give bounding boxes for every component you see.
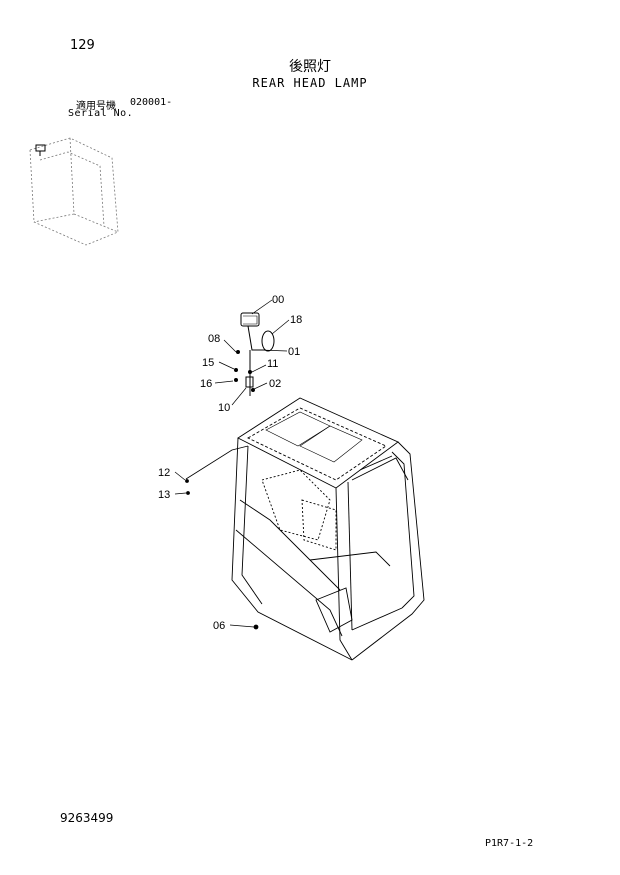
callout-11: 11	[267, 358, 278, 370]
callout-00: 00	[272, 294, 284, 306]
page-number: 129	[70, 38, 95, 53]
lamp-assembly	[234, 312, 275, 396]
callout-08: 08	[208, 333, 220, 345]
cab-frame	[231, 397, 425, 661]
callout-12: 12	[158, 467, 170, 479]
mount-plate	[245, 376, 254, 388]
thumbnail-lamp-icon	[35, 144, 46, 156]
leader-lines	[174, 299, 290, 628]
callout-01: 01	[288, 346, 300, 358]
lamp-body	[240, 312, 260, 327]
serial-label-japanese: 適用号機	[76, 101, 116, 112]
callout-18: 18	[290, 314, 302, 326]
callout-15: 15	[202, 357, 214, 369]
key-thumbnail	[29, 137, 119, 246]
page-code: P1R7-1-2	[485, 838, 534, 849]
callout-13: 13	[158, 489, 170, 501]
title-english: REAR HEAD LAMP	[252, 76, 368, 90]
callout-10: 10	[218, 402, 230, 414]
serial-range: 020001-	[130, 97, 173, 108]
callout-06: 06	[213, 620, 225, 632]
document-number: 9263499	[60, 811, 114, 825]
lamp-lens	[261, 330, 275, 352]
serial-label-english: Serial No.	[68, 108, 134, 119]
title-japanese: 後照灯	[289, 59, 331, 75]
callout-02: 02	[269, 378, 281, 390]
callout-16: 16	[200, 378, 212, 390]
